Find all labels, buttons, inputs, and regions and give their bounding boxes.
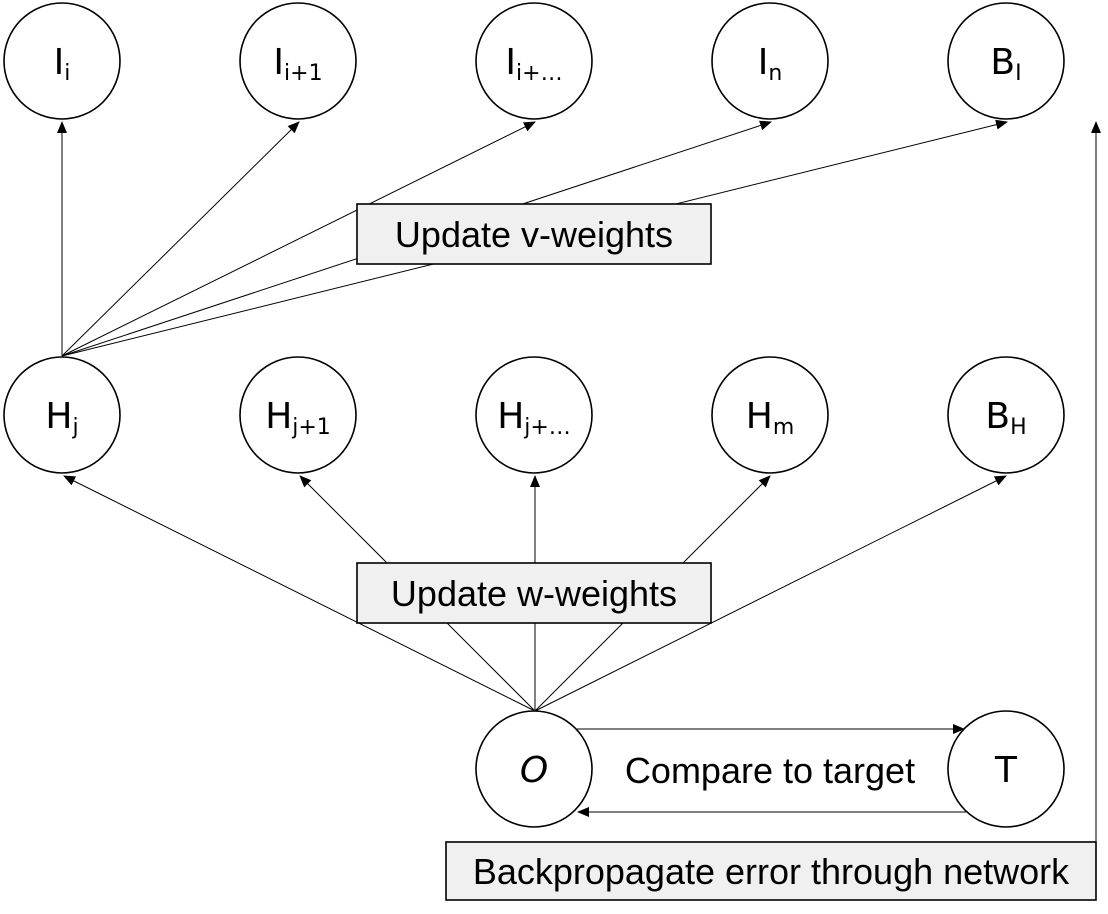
backprop-label: Backpropagate error through network [473, 851, 1070, 892]
node-main-text: H [45, 396, 72, 437]
svg-text:Ii: Ii [54, 42, 71, 86]
node-sub-text: j+1 [291, 415, 331, 440]
update-v-box: Update v-weights [356, 203, 712, 265]
svg-text:BH: BH [985, 396, 1026, 440]
node-sub-text: H [1010, 415, 1027, 440]
node-sub-text: I [1015, 61, 1022, 86]
node-main-text: I [273, 42, 284, 83]
input-node-i-plus-1: Ii+1 [239, 2, 357, 120]
hidden-bias-node: BH [947, 356, 1065, 474]
node-sub-text: i+… [516, 61, 563, 86]
edge-o-to-bh [534, 475, 1007, 712]
svg-text:Ii+1: Ii+1 [273, 42, 322, 86]
update-v-label: Update v-weights [395, 214, 673, 255]
edge-hj-to-i2 [61, 121, 300, 357]
edge-hj-to-i3 [61, 121, 536, 357]
node-main-text: H [265, 396, 292, 437]
output-node: O [475, 710, 593, 828]
hidden-node-j: Hj [3, 356, 121, 474]
node-sub-text: n [768, 61, 782, 86]
update-w-label: Update w-weights [391, 573, 677, 614]
hidden-node-m: Hm [711, 356, 829, 474]
svg-text:In: In [758, 42, 783, 86]
node-main-text: I [758, 42, 769, 83]
input-node-n: In [711, 2, 829, 120]
svg-text:Ii+…: Ii+… [505, 42, 562, 86]
node-main-text: I [54, 42, 65, 83]
target-node: T [947, 710, 1065, 828]
node-main-text: H [497, 396, 524, 437]
node-main-text: B [985, 396, 1010, 437]
update-w-box: Update w-weights [356, 562, 712, 624]
node-main-text: I [505, 42, 516, 83]
output-node-label: O [520, 750, 548, 791]
svg-text:Hj+1: Hj+1 [265, 396, 331, 440]
svg-text:BI: BI [990, 42, 1021, 86]
svg-text:Hm: Hm [746, 396, 795, 440]
node-main-text: B [990, 42, 1015, 83]
node-sub-text: i+1 [284, 61, 323, 86]
backprop-box: Backpropagate error through network [445, 841, 1097, 901]
svg-text:Hj: Hj [45, 396, 78, 440]
hidden-node-j-plus-ellipsis: Hj+… [475, 356, 593, 474]
input-node-i: Ii [3, 2, 121, 120]
target-node-label: T [994, 750, 1018, 791]
svg-text:Hj+…: Hj+… [497, 396, 571, 440]
input-bias-node: BI [947, 2, 1065, 120]
compare-edges [577, 724, 966, 817]
node-main-text: H [746, 396, 773, 437]
input-node-i-plus-ellipsis: Ii+… [475, 2, 593, 120]
node-sub-text: j+… [523, 415, 571, 440]
edge-o-to-h1 [63, 475, 536, 712]
hidden-node-j-plus-1: Hj+1 [239, 356, 357, 474]
node-sub-text: m [773, 415, 794, 440]
node-sub-text: j [71, 415, 78, 440]
compare-label: Compare to target [625, 750, 915, 791]
node-sub-text: i [64, 61, 70, 86]
